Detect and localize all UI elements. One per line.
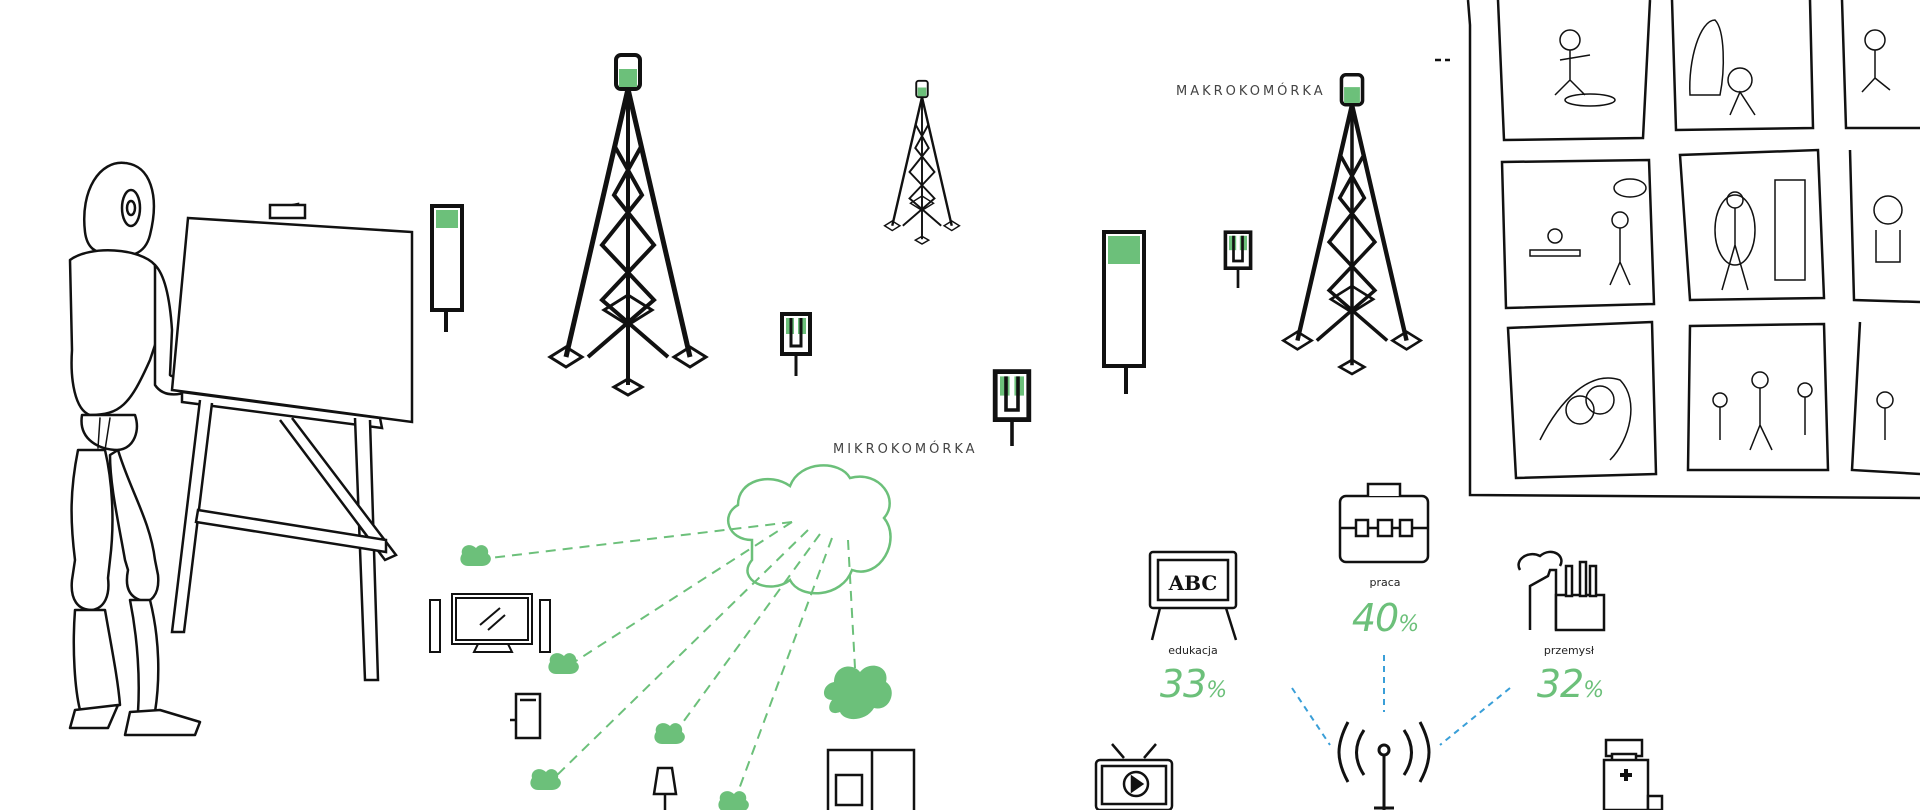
blackboard-abc-text: ABC [1168, 571, 1218, 595]
easel-canvas-icon [170, 202, 414, 682]
briefcase-icon [1338, 482, 1430, 564]
sector-name-industry: przemysł [1543, 644, 1595, 657]
comic-storyboard [1435, 0, 1920, 500]
macro-tower-1-icon [550, 55, 706, 395]
lamp-icon [652, 766, 678, 810]
small-cell-3-icon [1223, 230, 1253, 290]
sector-percent-industry: 32% [1536, 662, 1604, 706]
micro-cell-label: MIKROKOMÓRKA [833, 442, 978, 457]
device-blobs [460, 545, 892, 810]
small-cell-2-icon [995, 372, 1029, 446]
sector-name-education: edukacja [1168, 644, 1218, 657]
cloud-network-icon [727, 464, 892, 595]
comic-sketches [1529, 19, 1903, 461]
small-cell-1-icon [780, 312, 812, 378]
central-antenna-icon [1337, 721, 1431, 810]
base-station-large-icon [1102, 230, 1146, 394]
blackboard-icon [1148, 550, 1238, 641]
network-rays [489, 521, 856, 801]
factory-icon [1517, 550, 1606, 632]
retro-tv-icon [1094, 743, 1174, 810]
macro-tower-3-icon [1283, 75, 1420, 374]
base-station-tall-icon [430, 204, 464, 332]
sector-links [1291, 655, 1511, 746]
tv-speakers-icon [429, 593, 551, 653]
coffee-maker-icon [510, 692, 542, 740]
sector-name-work: praca [1369, 576, 1401, 589]
sector-percent-education: 33% [1159, 662, 1227, 706]
sector-percent-work: 40% [1351, 596, 1419, 640]
medicine-bottle-icon [1602, 738, 1664, 810]
fridge-icon [826, 748, 916, 810]
macro-cell-label: MAKROKOMÓRKA [1176, 84, 1326, 99]
macro-tower-2-icon [883, 79, 961, 246]
